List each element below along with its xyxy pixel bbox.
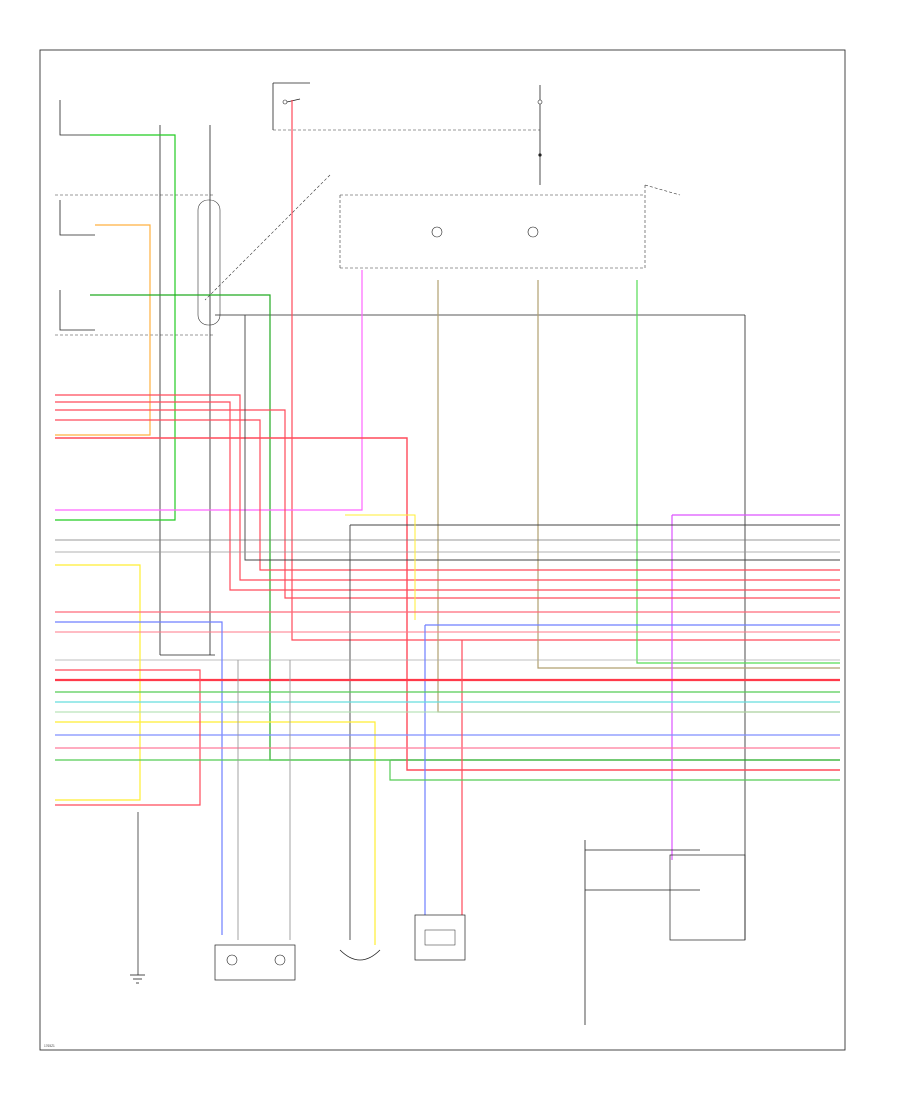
wire-harness bbox=[55, 100, 840, 975]
pcm-box bbox=[159, 125, 746, 940]
hot-in-run-fuse-block bbox=[537, 85, 543, 185]
instrument-cluster bbox=[339, 184, 681, 269]
check-gauges-lamp-icon bbox=[431, 226, 443, 238]
hot-at-all-times-fuse-block bbox=[272, 82, 540, 131]
ground-symbol-icon bbox=[130, 974, 145, 984]
figure-id: 1765Z1 bbox=[44, 1044, 55, 1048]
transmission-sensor bbox=[414, 914, 466, 961]
fuel-pump-module bbox=[584, 840, 746, 1025]
service-lamp-icon bbox=[527, 226, 539, 238]
left-sensor-boxes bbox=[55, 100, 221, 336]
diagram-frame bbox=[39, 49, 846, 1051]
engine-speed-sensor bbox=[339, 949, 381, 961]
throttle-position-sensor bbox=[214, 944, 296, 981]
